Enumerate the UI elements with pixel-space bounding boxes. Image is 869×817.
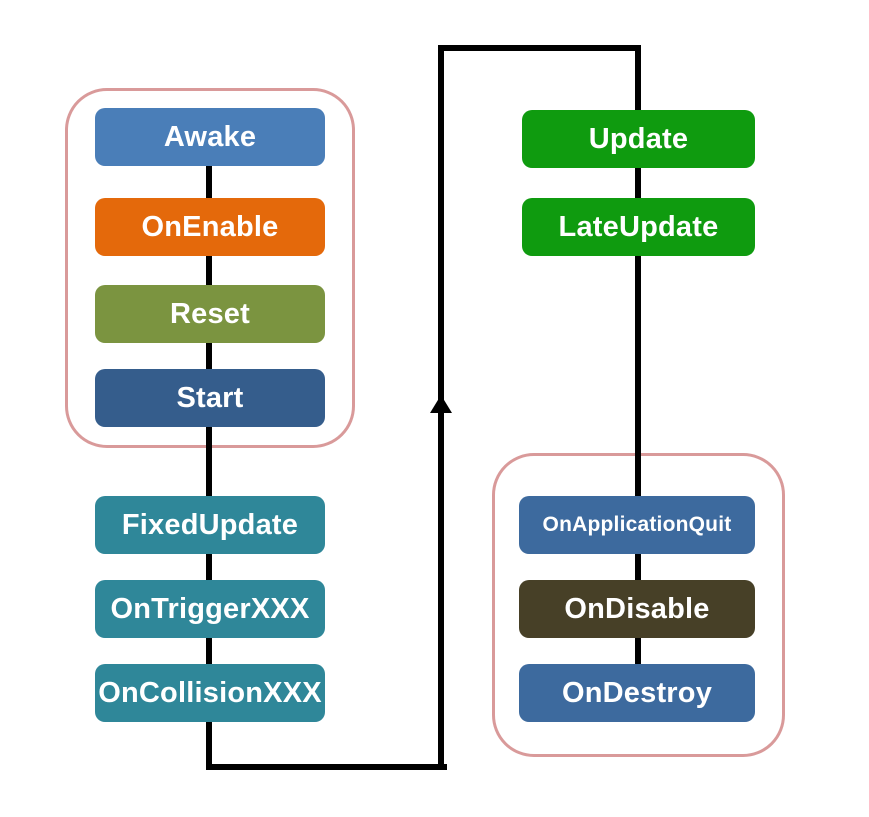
node-reset[interactable]: Reset [95, 285, 325, 343]
node-update[interactable]: Update [522, 110, 755, 168]
node-on-destroy[interactable]: OnDestroy [519, 664, 755, 722]
connector-reset-to-start [206, 341, 212, 371]
node-awake[interactable]: Awake [95, 108, 325, 166]
connector-start-to-fixedupdate [206, 425, 212, 498]
node-on-disable[interactable]: OnDisable [519, 580, 755, 638]
connector-loop-up-top [438, 45, 444, 400]
connector-lateupdate-to-quit [635, 254, 641, 498]
connector-update-to-lateupdate [635, 166, 641, 200]
connector-ondisable-to-ondestroy [635, 636, 641, 666]
node-fixed-update[interactable]: FixedUpdate [95, 496, 325, 554]
connector-fixedupdate-to-ontrigger [206, 552, 212, 582]
connector-top-down-into-update [635, 45, 641, 115]
node-on-trigger-xxx[interactable]: OnTriggerXXX [95, 580, 325, 638]
loop-arrowhead [430, 395, 452, 413]
node-on-collision-xxx[interactable]: OnCollisionXXX [95, 664, 325, 722]
node-start[interactable]: Start [95, 369, 325, 427]
connector-oncollision-down [206, 720, 212, 770]
node-late-update[interactable]: LateUpdate [522, 198, 755, 256]
connector-top-horizontal [438, 45, 641, 51]
connector-loop-up-to-arrow [438, 398, 444, 766]
connector-bottom-horizontal [206, 764, 447, 770]
node-on-application-quit[interactable]: OnApplicationQuit [519, 496, 755, 554]
node-on-enable[interactable]: OnEnable [95, 198, 325, 256]
connector-ontrigger-to-oncollision [206, 636, 212, 666]
connector-quit-to-ondisable [635, 552, 641, 582]
connector-awake-to-onenable [206, 164, 212, 200]
connector-onenable-to-reset [206, 254, 212, 287]
